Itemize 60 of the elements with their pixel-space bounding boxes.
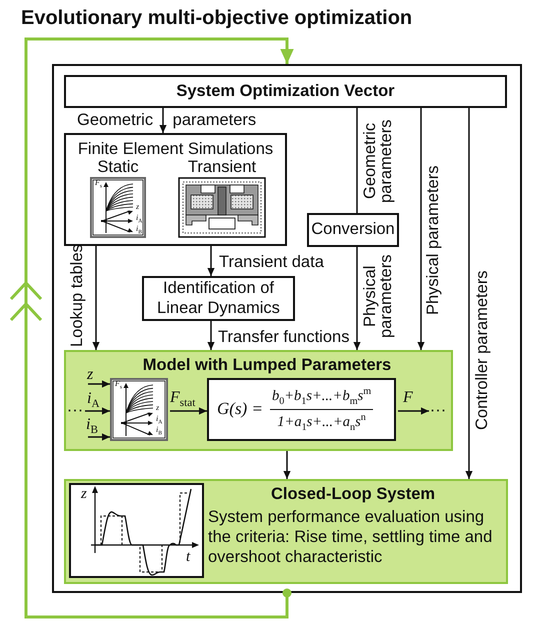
arrow: [88, 433, 110, 441]
edge-label: Lookup tables: [69, 244, 85, 348]
group-box: [64, 350, 453, 451]
arrow: [85, 407, 110, 415]
axis-label: t: [186, 549, 190, 566]
arrow: [207, 246, 215, 276]
axis-label: z: [136, 203, 140, 212]
axis-label: z: [156, 404, 160, 413]
formula-denominator: 1+a$_{1}$s+...+a$_{n}$s$^{n}$: [276, 411, 367, 432]
axis-label: i$_{B}$: [136, 225, 142, 234]
connector-line: [356, 108, 358, 213]
edge-label: F$_{stat}$: [170, 389, 196, 407]
axis-label: i$_{B}$: [156, 426, 162, 435]
arrow: [88, 380, 110, 388]
diagram-title: Evolutionary multi-objective optimization: [21, 7, 412, 30]
edge-label: Physical parameters: [425, 164, 441, 317]
group-box: [64, 133, 287, 246]
box-label: Conversion: [311, 220, 395, 240]
edge-label: Physical parameters: [362, 253, 394, 340]
edge-label: F: [403, 389, 413, 407]
edge-label: Geometric parameters: [362, 118, 394, 205]
axis-label: F$_{s}$: [115, 380, 122, 389]
process-box: [64, 75, 507, 108]
axis-label: i$_{A}$: [136, 214, 142, 223]
arrow: [398, 407, 429, 415]
process-box: [307, 213, 399, 247]
arrow: [170, 407, 207, 415]
edge-label: Transient data: [219, 253, 324, 272]
arrow: [159, 108, 167, 133]
edge-label: Controller parameters: [474, 269, 490, 432]
edge-label: i$_{A}$: [87, 390, 100, 408]
continuation-dots: ···: [430, 401, 446, 421]
arrow: [417, 108, 425, 350]
description-text: System performance evaluation using the criteria: Rise time, settling time and overshoot characteristic: [208, 507, 494, 567]
formula-box: [207, 378, 396, 441]
picture-heading: Transient: [186, 158, 258, 178]
arrow: [283, 451, 291, 479]
edge-label: Geometric parameters: [77, 111, 256, 130]
box-label: Identification of Linear Dynamics: [156, 278, 281, 318]
arrow: [353, 247, 361, 350]
box-title: System Optimization Vector: [176, 82, 395, 102]
arrow: [207, 321, 215, 350]
group-title: Model with Lumped Parameters: [142, 356, 392, 376]
formula-text: G(s) =: [217, 399, 263, 420]
group-box: [64, 479, 508, 584]
axis-label: i$_{A}$: [156, 415, 162, 424]
system-frame: [52, 64, 522, 593]
process-box: [142, 276, 295, 321]
axis-label: F$_{s}$: [95, 179, 102, 188]
arrow: [92, 246, 100, 350]
continuation-dots: ···: [66, 401, 84, 421]
axis-label: z: [81, 486, 87, 502]
formula-numerator: b$_{0}$+b$_{1}$s+...+b$_{m}$s$^{m}$: [270, 388, 374, 410]
edge-label: z: [87, 366, 94, 384]
group-title: Closed-Loop System: [270, 485, 436, 505]
group-title: Finite Element Simulations: [76, 140, 274, 160]
edge-label: i$_{B}$: [86, 416, 98, 434]
picture-heading: Static: [96, 158, 140, 178]
edge-label: Transfer functions: [218, 328, 350, 346]
arrow: [465, 108, 473, 479]
